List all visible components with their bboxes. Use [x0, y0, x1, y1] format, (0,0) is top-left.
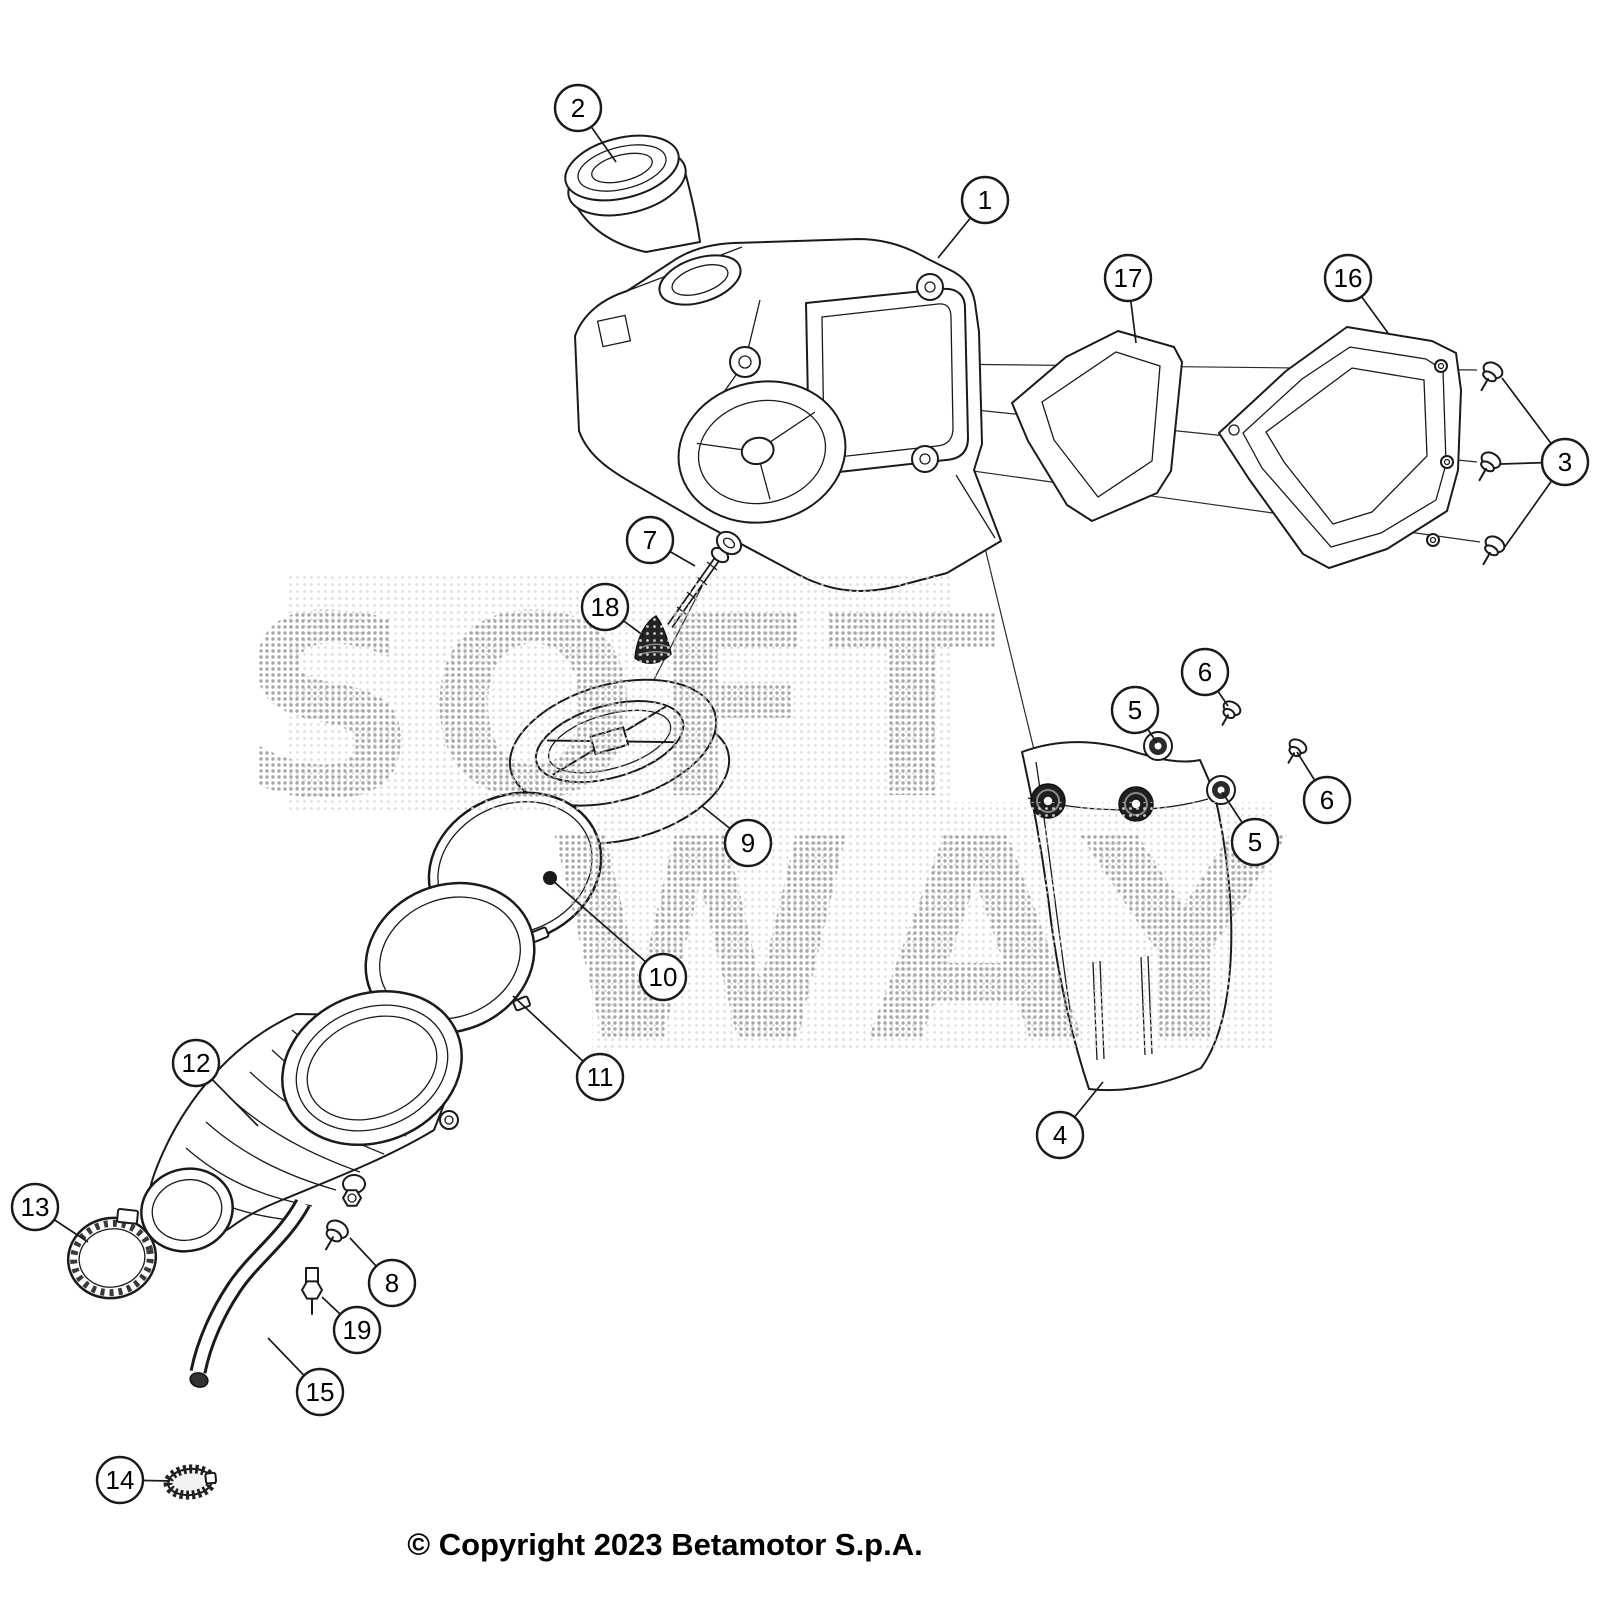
part-intake-boot	[140, 989, 463, 1253]
airbox-port	[677, 380, 847, 524]
callout-6[interactable]: 6	[1180, 647, 1230, 697]
part-inner-frame	[1011, 330, 1183, 522]
svg-text:16: 16	[1334, 263, 1363, 293]
part-drain-hose	[189, 1198, 311, 1388]
callout-3[interactable]: 3	[1540, 437, 1590, 487]
callout-9[interactable]: 9	[723, 818, 773, 868]
part-cover-screw	[1482, 535, 1506, 566]
svg-text:15: 15	[306, 1377, 335, 1407]
svg-text:2: 2	[571, 93, 585, 123]
callout-10[interactable]: 10	[638, 952, 688, 1002]
callout-5[interactable]: 5	[1110, 685, 1160, 735]
svg-text:11: 11	[587, 1062, 614, 1092]
svg-text:3: 3	[1558, 447, 1572, 477]
part-cover-screw	[1478, 451, 1502, 482]
svg-text:13: 13	[21, 1192, 50, 1222]
svg-text:10: 10	[649, 962, 678, 992]
svg-text:8: 8	[385, 1268, 399, 1298]
callout-16[interactable]: 16	[1323, 253, 1373, 303]
svg-text:19: 19	[343, 1315, 372, 1345]
watermark-band-2	[592, 802, 1272, 1052]
copyright-text: © Copyright 2023 Betamotor S.p.A.	[407, 1527, 922, 1562]
svg-text:14: 14	[106, 1465, 135, 1495]
part-drain-fitting	[301, 1267, 323, 1315]
svg-text:5: 5	[1128, 695, 1142, 725]
part-clamp-large	[66, 1208, 158, 1300]
svg-text:9: 9	[741, 828, 755, 858]
part-bracket-screw	[1221, 700, 1242, 726]
callout-11[interactable]: 11	[575, 1052, 625, 1102]
callout-8[interactable]: 8	[367, 1258, 417, 1308]
callout-1[interactable]: 1	[960, 175, 1010, 225]
part-airbox-body	[574, 238, 1002, 592]
part-cover-screw	[1480, 361, 1504, 392]
svg-text:5: 5	[1248, 827, 1262, 857]
part-intake-funnel	[564, 134, 701, 253]
callout-6[interactable]: 6	[1302, 775, 1352, 825]
part-clamp-small	[163, 1464, 217, 1500]
svg-text:17: 17	[1114, 263, 1143, 293]
callout-18[interactable]: 18	[580, 582, 630, 632]
svg-text:6: 6	[1198, 657, 1212, 687]
svg-text:1: 1	[978, 185, 992, 215]
callout-2[interactable]: 2	[553, 83, 603, 133]
svg-text:18: 18	[591, 592, 620, 622]
callout-7[interactable]: 7	[625, 515, 675, 565]
watermark-line2: WAY	[546, 779, 1310, 1105]
callout-4[interactable]: 4	[1035, 1110, 1085, 1160]
callout-leader-10	[551, 879, 664, 978]
svg-text:7: 7	[643, 525, 657, 555]
part-bracket-screw	[1287, 738, 1308, 764]
callout-19[interactable]: 19	[332, 1305, 382, 1355]
callout-5[interactable]: 5	[1230, 817, 1280, 867]
part-rubber-washer	[1143, 731, 1173, 761]
callout-15[interactable]: 15	[295, 1367, 345, 1417]
callout-12[interactable]: 12	[171, 1038, 221, 1088]
part-boot-bolt	[325, 1189, 362, 1251]
svg-text:6: 6	[1320, 785, 1334, 815]
svg-text:4: 4	[1053, 1120, 1067, 1150]
callout-17[interactable]: 17	[1103, 253, 1153, 303]
callout-14[interactable]: 14	[95, 1455, 145, 1505]
svg-text:12: 12	[182, 1048, 211, 1078]
callout-13[interactable]: 13	[10, 1182, 60, 1232]
hose-tip	[189, 1372, 209, 1388]
part-outer-cover	[1218, 326, 1462, 569]
